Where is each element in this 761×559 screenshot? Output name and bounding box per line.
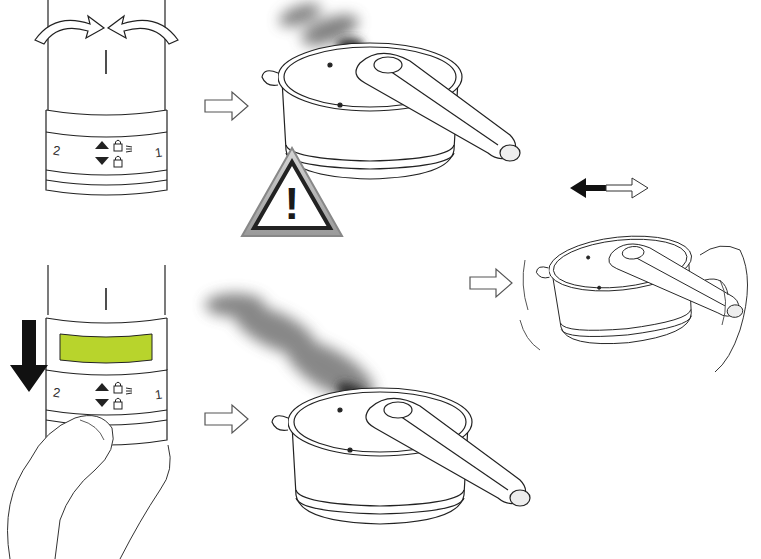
dial-number: 2 xyxy=(52,144,61,159)
warning-mark: ! xyxy=(285,182,300,226)
dial-number: 1 xyxy=(154,146,163,161)
